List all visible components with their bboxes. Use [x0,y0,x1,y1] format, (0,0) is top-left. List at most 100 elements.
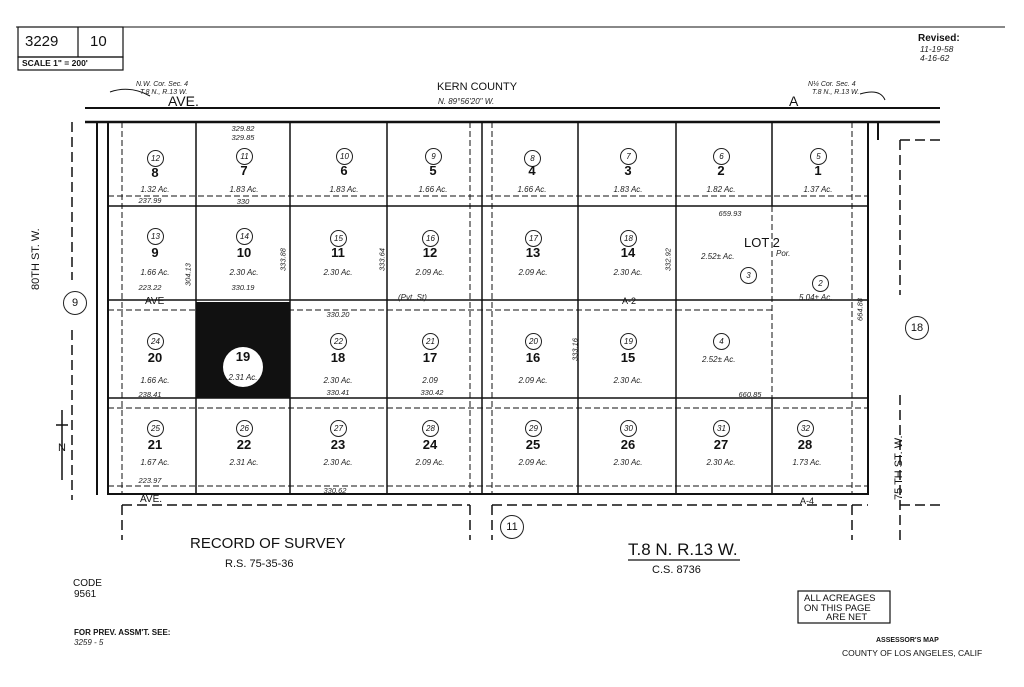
lot-acreage: 2.09 Ac. [518,268,548,277]
parcel-circle: 4 [713,333,730,350]
lot-number: 13 [525,245,541,260]
lot-number: 23 [330,437,346,452]
assessor-map-label: ASSESSOR'S MAP [876,637,939,644]
county-survey-number: C.S. 8736 [652,564,701,576]
acreage-note-line-3: ARE NET [826,612,868,623]
private-street-label: (Pvt. St) [398,293,427,302]
parcel-circle: 29 [525,420,542,437]
lot-number: 17 [422,350,438,365]
lot-acreage: 2.09 Ac. [518,458,548,467]
lot-acreage: 1.83 Ac. [329,185,359,194]
lot-acreage: 2.30 Ac. [613,268,643,277]
code-value: 9561 [74,589,97,600]
parcel-circle: 10 [336,148,353,165]
lot-number: 20 [147,350,163,365]
parcel-circle: 14 [236,228,253,245]
lot-number: 3 [624,163,632,178]
lot-number: 24 [422,437,438,452]
map-page-number: 10 [90,33,107,50]
parcel-4-acreage: 2.52± Ac. [702,355,736,364]
nw-corner-label-1: N.W. Cor. Sec. 4 [136,81,188,88]
parcel-2-acreage: 5.04± Ac. [799,293,833,302]
parcel-circle: 31 [713,420,730,437]
lot-acreage: 1.67 Ac. [140,458,170,467]
parcel-circle: 7 [620,148,637,165]
lot-acreage: 2.30 Ac. [323,376,353,385]
dimension-label: 238.41 [138,390,162,399]
parcel-circle: 28 [422,420,439,437]
lot-number: 8 [151,165,159,180]
parcel-circle: 18 [620,230,637,247]
lot-number: 10 [236,245,252,260]
lot-2-portion-label: Por. [776,249,791,258]
dimension-label: 330.42 [420,388,444,397]
lot-acreage: 2.30 Ac. [229,268,259,277]
record-of-survey-title: RECORD OF SURVEY [190,535,346,552]
lot-acreage: 1.66 Ac. [140,376,170,385]
county-footer-label: COUNTY OF LOS ANGELES, CALIF [842,648,983,658]
township-range-label: T.8 N. R.13 W. [628,540,738,559]
bottom-avenue-label: AVE. [140,494,163,505]
parcel-circle: 11 [236,148,253,165]
parcel-circle: 19 [620,333,637,350]
parcel-circle: 5 [810,148,827,165]
dimension-label: 330.19 [231,283,255,292]
avenue-a-left-label: AVE. [168,93,199,109]
parcel-circle: 8 [524,150,541,167]
lot-acreage: 2.09 [422,376,438,385]
lot-number: 14 [620,245,636,260]
dimension-label: 330 [236,197,250,206]
parcel-circle: 12 [147,150,164,167]
adjacent-page-9-circle: 9 [63,291,87,315]
parcel-circle: 26 [236,420,253,437]
nw-corner-label-2: T.8 N., R.13 W. [140,89,188,96]
lot-acreage: 1.83 Ac. [613,185,643,194]
parcel-circle: 30 [620,420,637,437]
map-book-number: 3229 [25,33,59,50]
lot-acreage: 1.37 Ac. [803,185,833,194]
lot-number: 1 [814,163,822,178]
dimension-label: 223.22 [138,283,162,292]
dimension-label: 660.85 [738,390,762,399]
lot-acreage: 1.83 Ac. [229,185,259,194]
lot-acreage: 2.09 Ac. [415,458,445,467]
revised-date-1: 11-19-58 [920,44,954,54]
lot-acreage: 1.73 Ac. [792,458,822,467]
code-label: CODE [73,578,102,589]
dimension-label: 659.93 [718,209,742,218]
parcel-circle: 9 [425,148,442,165]
scale-label: SCALE 1" = 200' [22,58,88,68]
parcel-circle: 3 [740,267,757,284]
n-corner-label-2: T.8 N., R.13 W. [812,89,860,96]
mid-avenue-label: AVE [145,296,165,307]
lot-number: 18 [330,350,346,365]
lot-number: 28 [797,437,813,452]
lot-2-label: LOT 2 [744,235,780,250]
prev-assessment-value: 3259 - 5 [74,638,104,647]
dimension-label: 329.85 [231,133,255,142]
lot-acreage: 1.82 Ac. [706,185,736,194]
lot-acreage: 1.66 Ac. [140,268,170,277]
lot-acreage: 2.31 Ac. [229,458,259,467]
lot-number: 5 [429,163,437,178]
parcel-3-acreage: 2.52± Ac. [701,252,735,261]
lot-number: 6 [340,163,348,178]
lot-acreage: 2.30 Ac. [706,458,736,467]
lot-acreage: 2.09 Ac. [415,268,445,277]
mid-avenue-a2-label: A-2 [622,296,637,306]
parcel-circle: 2 [812,275,829,292]
lot-number: 15 [620,350,636,365]
parcel-circle: 13 [147,228,164,245]
lot-acreage: 1.66 Ac. [418,185,448,194]
lot-acreage: 1.66 Ac. [517,185,547,194]
lot-acreage: 2.30 Ac. [323,458,353,467]
bearing-label: N. 89°56'20" W. [438,97,495,106]
parcel-circle: 32 [797,420,814,437]
parcel-circle: 17 [525,230,542,247]
dimension-label: 333.88 [278,248,288,271]
lot-acreage: 1.32 Ac. [140,185,170,194]
dimension-label: 304.13 [183,263,193,286]
lot-acreage: 2.31 Ac. [228,373,258,382]
acreage-note-line-1: ALL ACREAGES [804,593,876,604]
